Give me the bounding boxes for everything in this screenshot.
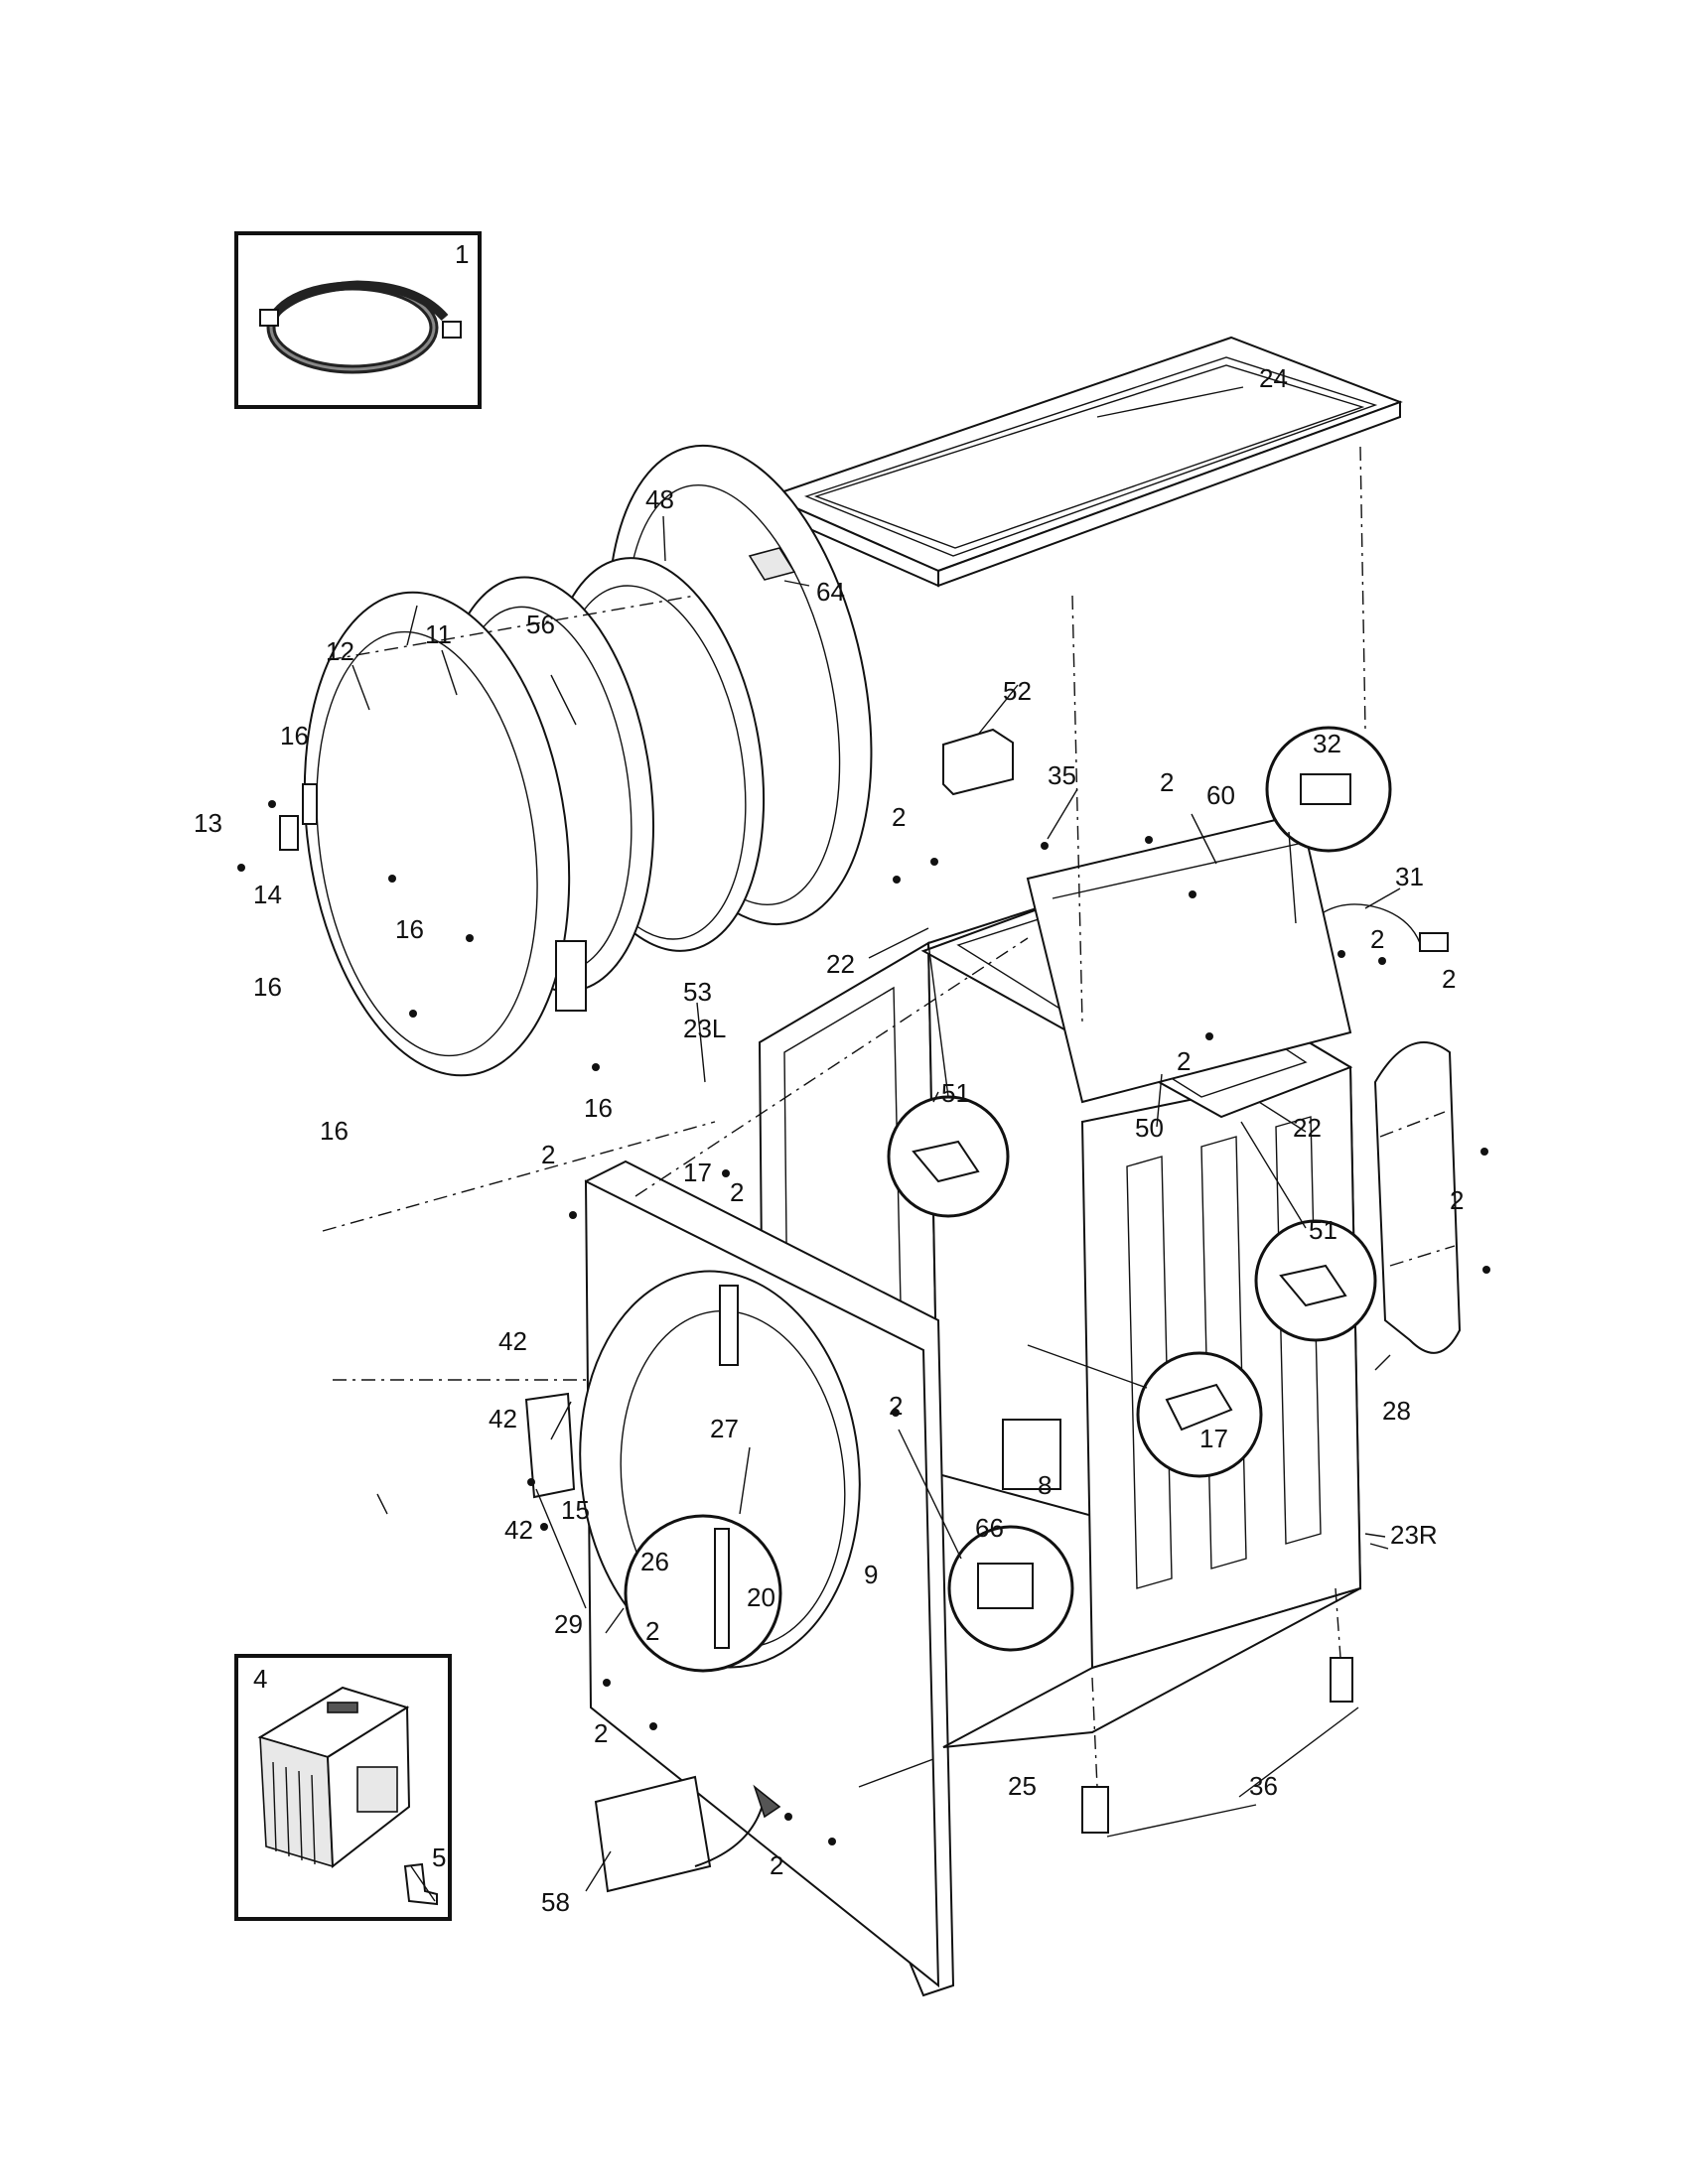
callout-16-a: 16 (280, 721, 309, 751)
callout-51-b: 51 (1309, 1215, 1337, 1245)
callout-64: 64 (816, 577, 845, 607)
screws (237, 800, 1490, 1845)
door-outer-ring-part (302, 591, 587, 1077)
assembly-arrowhead (753, 1784, 781, 1819)
callout-42-a: 42 (498, 1326, 527, 1356)
callout-50: 50 (1135, 1113, 1164, 1143)
callout-13: 13 (194, 808, 222, 838)
kick-panel-part (594, 1775, 712, 1893)
leg-top-part (1330, 1657, 1353, 1703)
callout-52: 52 (1003, 676, 1032, 706)
callout-51-a: 51 (941, 1078, 970, 1108)
callout-56: 56 (526, 610, 555, 639)
callout-42-c: 42 (504, 1515, 533, 1545)
base-part (942, 1587, 1361, 1748)
callout-2-i: 2 (889, 1391, 903, 1421)
callout-8: 8 (1038, 1470, 1052, 1500)
inset-control-board-box (234, 1654, 452, 1921)
callout-25: 25 (1008, 1771, 1037, 1801)
bracket-part (403, 1862, 438, 1906)
callout-14: 14 (253, 880, 282, 909)
detail-circle-damper-left (887, 1095, 1010, 1218)
callout-66: 66 (975, 1513, 1004, 1543)
callout-42-b: 42 (489, 1404, 517, 1433)
leader-lines (352, 386, 1401, 1902)
callout-2-l: 2 (770, 1850, 783, 1880)
callout-1: 1 (455, 239, 469, 269)
rear-panel-part (1373, 1041, 1462, 1354)
callout-2-g: 2 (730, 1177, 744, 1207)
callout-24: 24 (1259, 363, 1288, 393)
callout-15: 15 (561, 1495, 590, 1525)
control-bracket-part (1026, 812, 1352, 1104)
detail-circle-17 (1136, 1351, 1263, 1478)
callout-2-j: 2 (645, 1616, 659, 1646)
detergent-box-part (942, 728, 1014, 796)
detail-circle-damper-right (1254, 1219, 1377, 1342)
callout-29: 29 (554, 1609, 583, 1639)
callout-48: 48 (645, 484, 674, 514)
door-hinge-part (279, 815, 299, 851)
callout-12: 12 (326, 636, 354, 666)
detail-circle-26-20 (624, 1514, 782, 1673)
power-cord-part (1300, 903, 1449, 952)
callout-17-a: 17 (683, 1158, 712, 1187)
cover-part (748, 547, 796, 581)
detail-circle-connector (1265, 726, 1392, 853)
callout-9: 9 (864, 1560, 878, 1589)
callout-5: 5 (432, 1843, 446, 1872)
spring-part (719, 1285, 739, 1366)
control-board-part (257, 1686, 411, 1868)
callout-16-e: 16 (584, 1093, 613, 1123)
top-panel-part (767, 336, 1403, 588)
callout-2-f: 2 (541, 1140, 555, 1169)
callout-labels: 1 24 48 64 56 12 11 52 32 35 60 31 16 13… (194, 239, 1464, 1917)
callout-4: 4 (253, 1664, 267, 1694)
assembly-lines (322, 446, 1456, 1788)
inlet-hose-part (259, 280, 462, 374)
callout-35: 35 (1048, 760, 1076, 790)
callout-58: 58 (541, 1887, 570, 1917)
callout-32: 32 (1313, 729, 1341, 758)
callout-20: 20 (747, 1582, 775, 1612)
callout-16-c: 16 (253, 972, 282, 1002)
callout-60: 60 (1206, 780, 1235, 810)
callout-2-h: 2 (1450, 1185, 1464, 1215)
callout-11: 11 (425, 619, 452, 649)
callout-28: 28 (1382, 1396, 1411, 1426)
callout-2-a: 2 (892, 802, 906, 832)
detail-circle-66 (947, 1525, 1074, 1652)
callout-16-d: 16 (320, 1116, 349, 1146)
callout-2-b: 2 (1160, 767, 1174, 797)
callout-31: 31 (1395, 862, 1424, 891)
callout-2-d: 2 (1442, 964, 1456, 994)
leg-bottom-part (1081, 1786, 1109, 1834)
callout-16-b: 16 (395, 914, 424, 944)
inset-hose-box (234, 231, 482, 409)
callout-27: 27 (710, 1414, 739, 1443)
callout-53: 53 (683, 977, 712, 1007)
callout-2-k: 2 (594, 1718, 608, 1748)
callout-26: 26 (640, 1547, 669, 1576)
callout-23L: 23L (683, 1014, 726, 1043)
callout-2-c: 2 (1370, 924, 1384, 954)
callout-2-e: 2 (1177, 1046, 1191, 1076)
pump-part (1002, 1419, 1061, 1490)
callout-36: 36 (1249, 1771, 1278, 1801)
callout-23R: 23R (1390, 1520, 1438, 1550)
callout-17-b: 17 (1199, 1424, 1228, 1453)
callout-22-a: 22 (826, 949, 855, 979)
callout-22-b: 22 (1293, 1113, 1322, 1143)
